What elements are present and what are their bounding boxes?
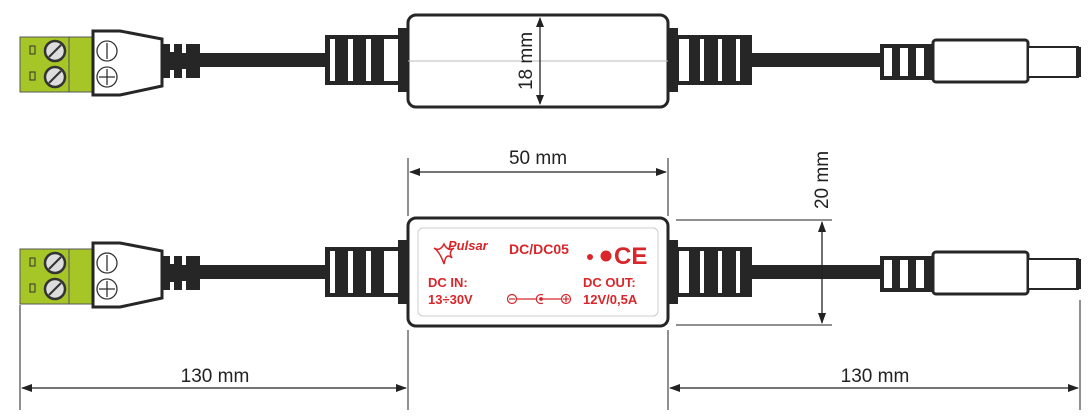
dimension-130mm-left: 130 mm bbox=[19, 305, 409, 410]
dimension-label: 130 mm bbox=[181, 366, 250, 387]
dot-icon bbox=[587, 254, 593, 260]
polarity-icon bbox=[506, 293, 572, 305]
output-value: 12V/0,5A bbox=[583, 292, 638, 307]
model-name: DC/DC05 bbox=[509, 241, 569, 257]
dimension-label: 130 mm bbox=[841, 366, 910, 387]
dimension-20mm: 20 mm bbox=[676, 151, 833, 326]
dimension-130mm-right: 130 mm bbox=[667, 300, 1081, 410]
dimension-18mm: 18 mm bbox=[516, 17, 544, 105]
product-label bbox=[417, 227, 659, 317]
pulsar-logo: Pulsar bbox=[433, 238, 489, 265]
dimension-label: 18 mm bbox=[516, 32, 537, 90]
output-title: DC OUT: bbox=[583, 275, 636, 290]
dimension-50mm: 50 mm bbox=[407, 148, 669, 216]
input-value: 13÷30V bbox=[428, 292, 473, 307]
ce-mark: CE bbox=[614, 243, 647, 270]
dimension-label: 20 mm bbox=[812, 151, 833, 209]
dimension-label: 50 mm bbox=[509, 148, 567, 169]
input-title: DC IN: bbox=[428, 275, 468, 290]
brand-name: Pulsar bbox=[448, 238, 489, 253]
dot-icon bbox=[600, 250, 612, 262]
